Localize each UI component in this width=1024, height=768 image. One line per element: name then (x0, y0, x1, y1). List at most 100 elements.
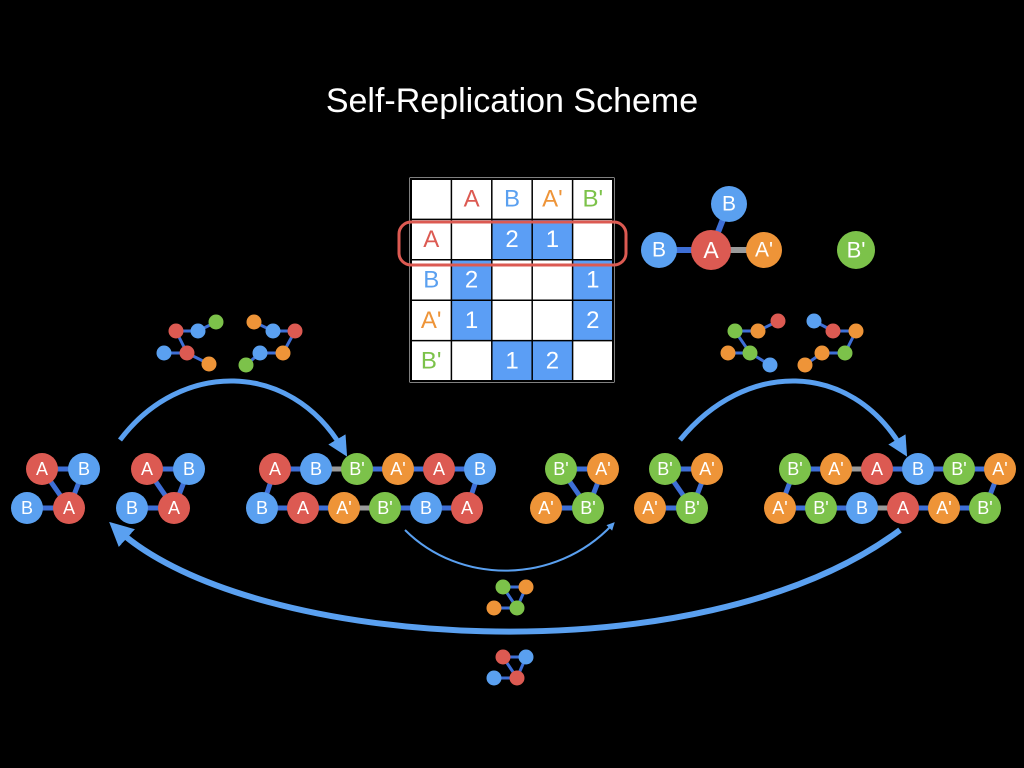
small-cluster (720, 313, 786, 373)
atom-a-prime (518, 579, 534, 595)
atom-b (902, 453, 934, 485)
atom-b-prime (238, 357, 254, 373)
atom-a (423, 453, 455, 485)
atom-label: A (433, 459, 445, 479)
atom-a (495, 649, 511, 665)
atom-b-prime (676, 492, 708, 524)
small-cluster (156, 314, 224, 372)
atom-label: B (183, 459, 195, 479)
atom-label: A' (538, 498, 553, 518)
matrix-row-header: B (423, 267, 439, 294)
atom-a-prime (486, 600, 502, 616)
atom-a (53, 492, 85, 524)
matrix-cell-value: 2 (505, 226, 518, 253)
atom-b-prime (727, 323, 743, 339)
atom-a (770, 313, 786, 329)
atom-a-prime (246, 314, 262, 330)
matrix-row-header: B' (421, 347, 442, 374)
atom-label: A (36, 459, 48, 479)
atom-label: A (703, 237, 719, 263)
atom-a-prime (382, 453, 414, 485)
atom-b (806, 313, 822, 329)
page-title: Self-Replication Scheme (325, 82, 699, 120)
matrix-column-header: B (504, 186, 520, 213)
atom-label: A (168, 498, 180, 518)
atom-b-prime (495, 579, 511, 595)
matrix-cell-filled (532, 340, 573, 381)
atom-a-prime (797, 357, 813, 373)
atom-a-prime (201, 356, 217, 372)
matrix-cell-value: 2 (586, 307, 599, 334)
atom-label: B (256, 498, 268, 518)
atom-label: A (297, 498, 309, 518)
atom-a-prime (328, 492, 360, 524)
atom-label: B' (977, 498, 992, 518)
atom-a (259, 453, 291, 485)
atom-b (464, 453, 496, 485)
atom-label: A' (642, 498, 657, 518)
atom-a-prime (820, 453, 852, 485)
matrix-cell-filled (572, 300, 613, 341)
flow-arrow-4 (109, 521, 902, 635)
matrix-cell-value: 1 (586, 267, 599, 294)
matrix-cell-filled (532, 219, 573, 260)
atom-a-prime (984, 453, 1016, 485)
atom-b (265, 323, 281, 339)
small-cluster (238, 314, 303, 373)
atom-b-prime (545, 453, 577, 485)
atom-b (116, 492, 148, 524)
atom-b-prime (969, 492, 1001, 524)
matrix-column-header: B' (583, 186, 604, 213)
atom-label: B' (787, 459, 802, 479)
atom-label: A' (699, 459, 714, 479)
atom-b-prime (779, 453, 811, 485)
matrix-row-header: A' (421, 307, 442, 334)
atom-label: B (78, 459, 90, 479)
atom-label: B (310, 459, 322, 479)
atom-label: A' (772, 498, 787, 518)
atom-b (846, 492, 878, 524)
atom-label: A (897, 498, 909, 518)
matrix-cell-value: 1 (465, 307, 478, 334)
matrix-column-header: A (464, 186, 480, 213)
ring-molecule: B'A'A'B' (530, 453, 619, 524)
atom-label: B (420, 498, 432, 518)
atom-label: B (474, 459, 486, 479)
atom-b (711, 186, 747, 222)
atom-label: A' (755, 239, 773, 262)
atom-a-prime (587, 453, 619, 485)
atom-a (168, 323, 184, 339)
atom-label: A' (992, 459, 1007, 479)
atom-a (179, 345, 195, 361)
atom-label: A' (595, 459, 610, 479)
atom-a-prime (764, 492, 796, 524)
atom-label: B (652, 239, 666, 262)
highlighted-row-outline (397, 220, 628, 267)
matrix-cell-value: 1 (546, 226, 559, 253)
atom-label: B' (951, 459, 966, 479)
atom-label: A' (336, 498, 351, 518)
atom-label: B (126, 498, 138, 518)
matrix-row-header: A (423, 226, 439, 253)
flow-arrow-3 (404, 522, 615, 572)
atom-b (641, 232, 677, 268)
atom-label: A' (828, 459, 843, 479)
atom-b-prime (742, 345, 758, 361)
atom-label: A (141, 459, 153, 479)
matrix-cell-filled (491, 219, 533, 260)
atom-b-prime (837, 231, 875, 269)
atom-b (252, 345, 268, 361)
atom-label: B' (553, 459, 568, 479)
atom-b (190, 323, 206, 339)
atom-a (131, 453, 163, 485)
matrix-cell-value: 1 (505, 347, 518, 374)
atom-b (156, 345, 172, 361)
small-cluster (797, 313, 864, 373)
atom-label: A' (936, 498, 951, 518)
atom-label: B' (349, 459, 364, 479)
matrix-cell-filled (451, 259, 492, 301)
